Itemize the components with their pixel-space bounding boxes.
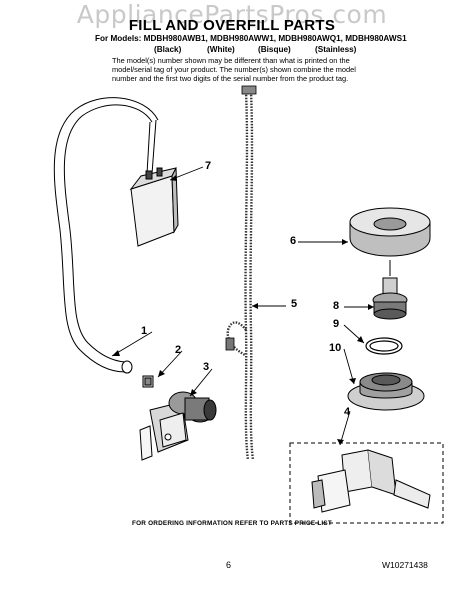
callout-7: 7 [205, 160, 212, 172]
gasket-part [365, 337, 403, 355]
color-stainless: (Stainless) [315, 45, 357, 54]
arrowhead-2 [158, 370, 165, 377]
arrowhead-8 [368, 304, 374, 310]
float-switch-assembly-part [289, 442, 444, 524]
models-line: For Models: MDBH980AWB1, MDBH980AWW1, MD… [95, 34, 407, 43]
watermark: AppliancePartsPros.com [76, 0, 388, 29]
arrowhead-10 [349, 378, 356, 384]
float-guide-part [372, 277, 408, 320]
callout-3: 3 [203, 361, 210, 373]
water-valve-part [139, 391, 217, 461]
arrowhead-9 [357, 336, 364, 343]
arrowhead-6 [342, 239, 348, 245]
arrowhead-1 [112, 350, 120, 356]
callout-9: 9 [333, 318, 340, 330]
wire-harness-part [226, 91, 255, 461]
float-housing-part [347, 372, 425, 411]
page-title: FILL AND OVERFILL PARTS [128, 17, 336, 34]
arrowhead-7 [170, 175, 177, 181]
color-black: (Black) [154, 45, 182, 54]
float-switch-part [129, 167, 179, 247]
callout-1: 1 [141, 325, 148, 337]
arrowhead-5 [252, 303, 258, 309]
callout-5: 5 [291, 298, 298, 310]
page-number: 6 [226, 560, 232, 570]
model-note: The model(s) number shown may be differe… [112, 56, 356, 84]
ordering-note: FOR ORDERING INFORMATION REFER TO PARTS … [132, 520, 332, 527]
callout-2: 2 [175, 344, 182, 356]
document-number: W10271438 [382, 560, 428, 570]
color-white: (White) [207, 45, 235, 54]
callout-4: 4 [344, 406, 351, 418]
arrowhead-3 [190, 389, 197, 396]
callout-8: 8 [333, 300, 340, 312]
arrowhead-4 [337, 439, 344, 445]
callout-10: 10 [329, 342, 342, 354]
fill-hose-part [53, 97, 159, 374]
elbow-fitting-part [142, 375, 154, 388]
float-cap-part [349, 207, 431, 276]
callout-6: 6 [290, 235, 297, 247]
color-bisque: (Bisque) [258, 45, 291, 54]
